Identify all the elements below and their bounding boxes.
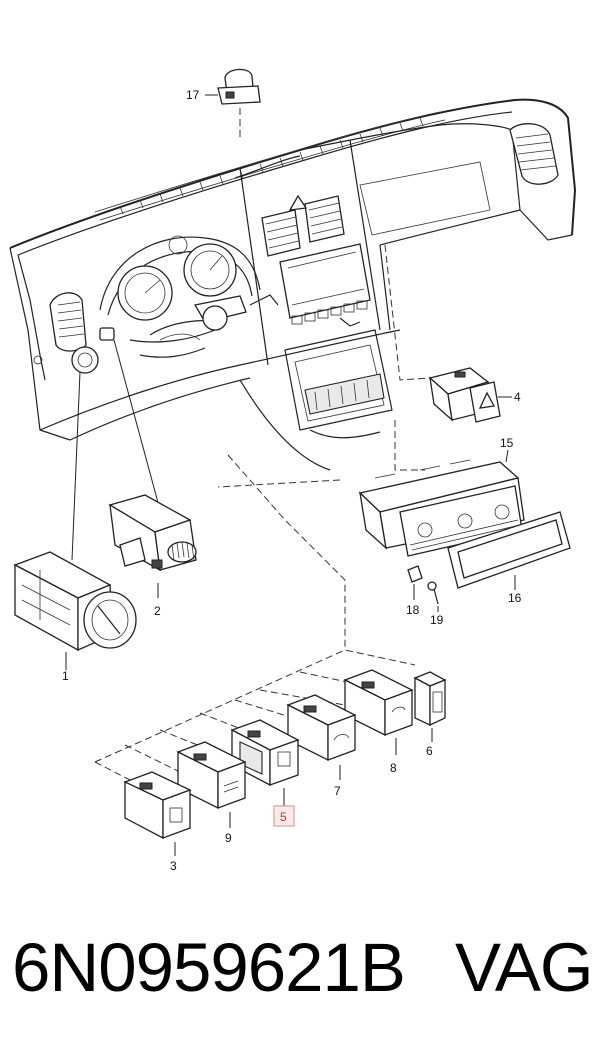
callout-15: 15 (500, 436, 514, 450)
callout-16: 16 (508, 591, 522, 605)
callout-9: 9 (225, 831, 232, 845)
part-2-switch-block: 2 (108, 339, 197, 618)
part-6-switch: 6 (413, 671, 447, 758)
brand-label: VAG (455, 929, 594, 1006)
part-9-switch: 9 (176, 741, 247, 845)
part-17-sensor: 17 (186, 68, 261, 105)
callout-17: 17 (186, 88, 200, 102)
part-7-switch: 7 (286, 694, 357, 798)
part-19-screw: 19 (427, 581, 444, 627)
part-number-label: 6N0959621B (12, 929, 406, 1006)
part-1-headlight-switch: 1 (13, 371, 137, 683)
part-18-clip: 18 (406, 565, 423, 617)
part-4-hazard-switch: 4 (428, 367, 521, 423)
dashboard-assembly (9, 98, 577, 471)
callout-1: 1 (62, 669, 69, 683)
callout-5-highlight-box (273, 805, 295, 827)
part-5-switch: 5 (230, 719, 300, 827)
part-8-switch: 8 (343, 669, 414, 775)
callout-5: 5 (280, 810, 287, 824)
part-15-climate-control-unit: 15 (358, 436, 525, 557)
callout-4: 4 (514, 390, 521, 404)
callout-19: 19 (430, 613, 444, 627)
callout-8: 8 (390, 761, 397, 775)
callout-2: 2 (154, 604, 161, 618)
callout-3: 3 (170, 859, 177, 873)
part-16-trim-frame: 16 (447, 511, 571, 605)
callout-6: 6 (426, 744, 433, 758)
part-3-switch: 3 (123, 771, 192, 873)
callout-7: 7 (334, 784, 341, 798)
callout-18: 18 (406, 603, 420, 617)
